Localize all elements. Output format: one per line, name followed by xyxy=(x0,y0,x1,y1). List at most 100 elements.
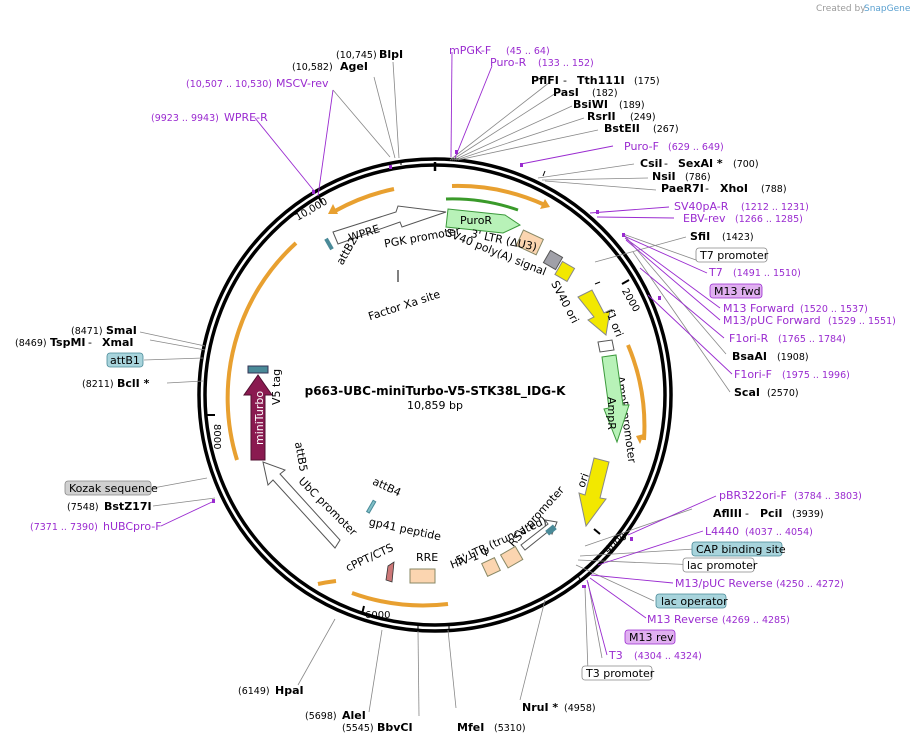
puror-label: PuroR xyxy=(460,214,492,227)
primer-wpre-r-pos: (9923 .. 9943) xyxy=(151,113,219,124)
enzyme-nrui-pos: (4958) xyxy=(564,703,596,714)
cppt-feature xyxy=(385,561,395,583)
primer-pbr322ori-f[interactable]: pBR322ori-F xyxy=(719,489,787,502)
ori-label: ori xyxy=(575,471,592,489)
enzyme-agei[interactable]: AgeI xyxy=(340,60,368,73)
enzyme-bcli[interactable]: BclI * xyxy=(117,377,150,390)
enzyme-paer7i-pos: (788) xyxy=(761,184,787,195)
attb1-label: attB1 xyxy=(110,354,140,367)
tick-6000: 6000 xyxy=(365,610,390,621)
sv40-ori-feature xyxy=(554,260,576,283)
m13-fwd-box[interactable] xyxy=(709,283,763,299)
gp41-label: gp41 peptide xyxy=(368,515,443,543)
enzyme-bsiwi[interactable]: BsiWI xyxy=(573,98,608,111)
primer-m13-forward-pos: (1520 .. 1537) xyxy=(800,304,868,315)
primer-mpgk-f[interactable]: mPGK-F xyxy=(449,44,491,57)
primer-puro-f[interactable]: Puro-F xyxy=(624,140,659,153)
primer-hubcpro-f[interactable]: hUBCpro-F xyxy=(103,520,162,533)
ori-feature xyxy=(578,457,610,528)
enzyme-bbvci-pos: (5545) xyxy=(342,723,374,734)
attb1-box[interactable] xyxy=(106,352,144,368)
t3-promoter-box[interactable] xyxy=(581,665,653,681)
enzyme-blpi-pos: (10,745) xyxy=(336,50,377,61)
enzyme-pasi[interactable]: PasI xyxy=(553,86,579,99)
enzyme-agei-pos: (10,582) xyxy=(292,62,333,73)
enzyme-paer7i[interactable]: PaeR7I xyxy=(661,182,704,195)
primer-puro-r[interactable]: Puro-R xyxy=(490,56,527,69)
enzyme-rsrii[interactable]: RsrII xyxy=(587,110,616,123)
cap-binding-site-box[interactable] xyxy=(691,541,783,557)
primer-t3[interactable]: T3 xyxy=(608,649,623,662)
enzyme-pasi-pos: (182) xyxy=(592,88,618,99)
enzyme-nrui[interactable]: NruI * xyxy=(522,701,558,714)
ltr5-feature xyxy=(499,545,524,569)
primer-f1ori-f[interactable]: F1ori-F xyxy=(734,368,772,381)
enzyme-mfei-pos: (5310) xyxy=(494,723,526,734)
enzyme-smai[interactable]: SmaI xyxy=(106,324,137,337)
enzyme-bstz17i[interactable]: BstZ17I xyxy=(104,500,152,513)
enzyme-blpi[interactable]: BlpI xyxy=(379,48,403,61)
miniturbo-label: miniTurbo xyxy=(253,391,266,445)
enzyme-pflfi-pos: (175) xyxy=(634,76,660,87)
enzyme-alei[interactable]: AleI xyxy=(342,709,366,722)
enzyme-paer7i-sep: - xyxy=(705,182,709,195)
enzyme-bsaai[interactable]: BsaAI xyxy=(732,350,767,363)
t7-promoter-box[interactable] xyxy=(695,247,768,263)
enzyme-afliii[interactable]: AflIII xyxy=(713,507,742,520)
enzyme-hpai[interactable]: HpaI xyxy=(275,684,304,697)
enzyme-pcii[interactable]: PciI xyxy=(760,507,782,520)
primer-puro-r-pos: (133 .. 152) xyxy=(538,58,594,69)
ltr3-feature xyxy=(515,229,545,256)
kozak-sequence-box[interactable] xyxy=(64,480,152,496)
primer-f1ori-r-pos: (1765 .. 1784) xyxy=(778,334,846,345)
attb5-label: attB5 xyxy=(292,441,310,473)
primer-pbr322ori-f-pos: (3784 .. 3803) xyxy=(794,491,862,502)
primer-m13-puc-reverse[interactable]: M13/pUC Reverse xyxy=(675,577,773,590)
ampr-label: AmpR xyxy=(605,397,618,430)
enzyme-pflfi[interactable]: PflFI xyxy=(531,74,559,87)
attb2-feature xyxy=(324,237,334,251)
primer-t7[interactable]: T7 xyxy=(708,266,723,279)
enzyme-sexai[interactable]: SexAI * xyxy=(678,157,723,170)
primer-m13-puc-forward[interactable]: M13/pUC Forward xyxy=(723,314,821,327)
enzyme-sfii[interactable]: SfiI xyxy=(690,230,710,243)
primer-m13-forward[interactable]: M13 Forward xyxy=(723,302,794,315)
enzyme-bbvci[interactable]: BbvCI xyxy=(377,721,413,734)
enzyme-xmai[interactable]: XmaI xyxy=(102,336,133,349)
enzyme-tspmi-pos: (8469) xyxy=(15,338,47,349)
primer-mscv-rev-pos: (10,507 .. 10,530) xyxy=(186,79,272,90)
rre-label: RRE xyxy=(416,551,438,564)
primer-l4440-pos: (4037 .. 4054) xyxy=(745,527,813,538)
primer-f1ori-f-pos: (1975 .. 1996) xyxy=(782,370,850,381)
lac-promoter-box[interactable] xyxy=(682,557,755,573)
primer-l4440[interactable]: L4440 xyxy=(705,525,739,538)
enzyme-bsteii[interactable]: BstEII xyxy=(604,122,640,135)
enzyme-nsii[interactable]: NsiI xyxy=(652,170,676,183)
enzyme-pflfi-sep: - xyxy=(563,74,567,87)
enzyme-scai[interactable]: ScaI xyxy=(734,386,760,399)
enzyme-rsrii-pos: (249) xyxy=(630,112,656,123)
enzyme-csii[interactable]: CsiI xyxy=(640,157,662,170)
primer-m13-reverse-pos: (4269 .. 4285) xyxy=(722,615,790,626)
m13-rev-box[interactable] xyxy=(624,629,676,645)
primer-marks xyxy=(212,150,661,588)
enzyme-hpai-pos: (6149) xyxy=(238,686,270,697)
enzyme-bcli-pos: (8211) xyxy=(82,379,114,390)
rre-feature xyxy=(409,568,436,584)
tick-2000: 2000 xyxy=(619,287,641,315)
lac-operator-box[interactable] xyxy=(655,593,727,609)
enzyme-tth111i[interactable]: Tth111I xyxy=(577,74,625,87)
primer-mscv-rev[interactable]: MSCV-rev xyxy=(276,77,329,90)
enzyme-xhoi[interactable]: XhoI xyxy=(720,182,748,195)
enzyme-mfei[interactable]: MfeI xyxy=(457,721,484,734)
backbone-outer xyxy=(197,157,673,633)
primer-sv40pa-r[interactable]: SV40pA-R xyxy=(674,200,729,213)
primer-wpre-r[interactable]: WPRE-R xyxy=(224,111,268,124)
plasmid-size: 10,859 bp xyxy=(407,399,463,412)
enzyme-tspmi[interactable]: TspMI xyxy=(50,336,86,349)
primer-ebv-rev[interactable]: EBV-rev xyxy=(683,212,726,225)
primer-m13-reverse[interactable]: M13 Reverse xyxy=(647,613,718,626)
primer-hubcpro-f-pos: (7371 .. 7390) xyxy=(30,522,98,533)
primer-f1ori-r[interactable]: F1ori-R xyxy=(729,332,769,345)
